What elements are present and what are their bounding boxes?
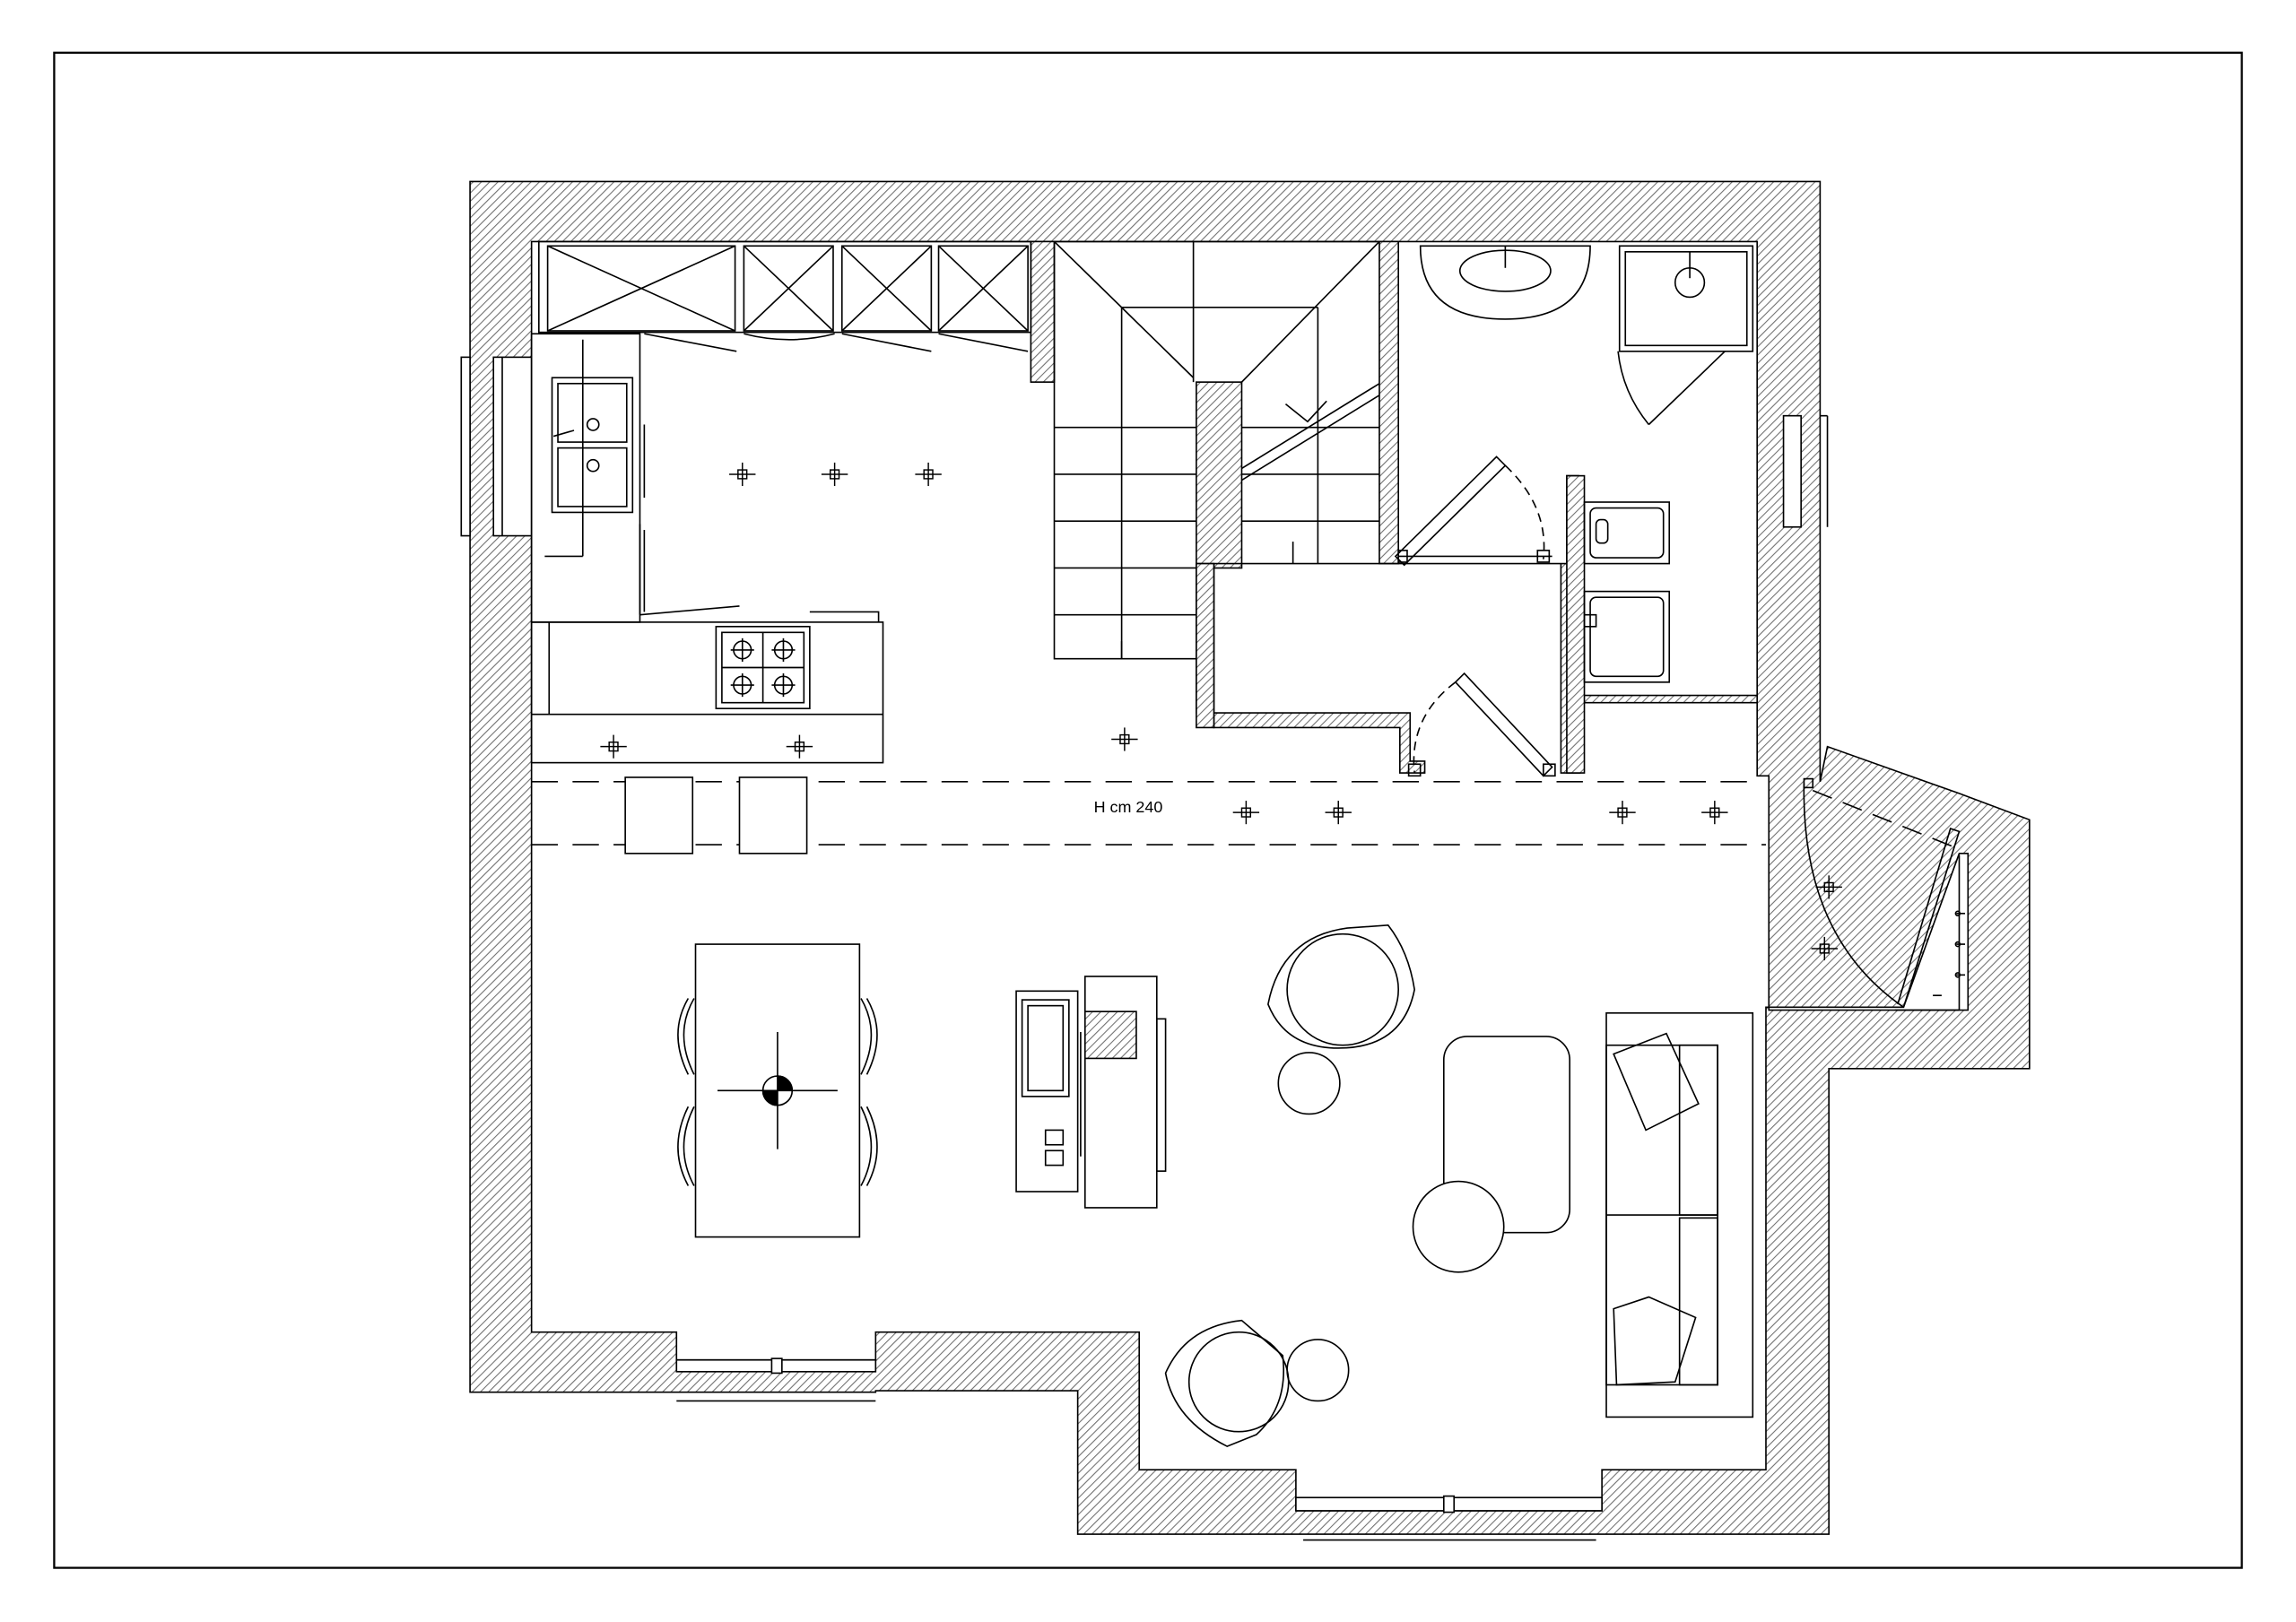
interior-partitions	[1030, 240, 1758, 774]
bathroom-fixtures	[1419, 245, 1754, 683]
spotlight-icon	[1609, 801, 1636, 825]
spotlight-icon	[1325, 801, 1352, 825]
tv-unit	[1015, 976, 1167, 1209]
sheet-frame	[53, 51, 2243, 1569]
spotlight-icon	[1111, 727, 1138, 751]
perimeter-walls	[469, 180, 2031, 1535]
staircase	[1053, 240, 1380, 660]
kitchen-counter	[530, 333, 884, 764]
kitchen-wall-cabinets	[538, 240, 1032, 352]
shower-tray	[1618, 245, 1754, 352]
spotlight-icon	[786, 734, 813, 759]
gas-hob-icon	[715, 625, 811, 710]
wc	[1583, 501, 1671, 565]
spotlight-icon	[600, 734, 627, 759]
spotlight-icon	[1815, 875, 1842, 899]
ceiling-height-zone	[531, 781, 1766, 846]
spotlight-icon	[915, 462, 942, 487]
coffee-table	[1412, 1036, 1571, 1273]
kitchen-sink-icon	[586, 418, 600, 431]
armchairs	[1164, 924, 1415, 1447]
sofa	[1605, 1011, 1754, 1418]
bidet	[1583, 590, 1671, 683]
bar-stools	[624, 776, 808, 854]
windows	[460, 356, 1829, 1541]
washbasin	[1419, 245, 1591, 320]
spotlight-icon	[821, 462, 848, 487]
ceiling-height-label: H cm 240	[1094, 798, 1163, 816]
spotlight-icon	[1232, 801, 1260, 825]
spotlight-icon	[729, 462, 756, 487]
ceiling-spotlight-icons	[600, 462, 1842, 961]
spotlight-icon	[1701, 801, 1728, 825]
coat-hooks	[1933, 910, 1966, 997]
spotlight-icon	[1811, 936, 1838, 961]
doors	[1394, 455, 1961, 1011]
pendant-light-icon	[761, 1075, 794, 1106]
